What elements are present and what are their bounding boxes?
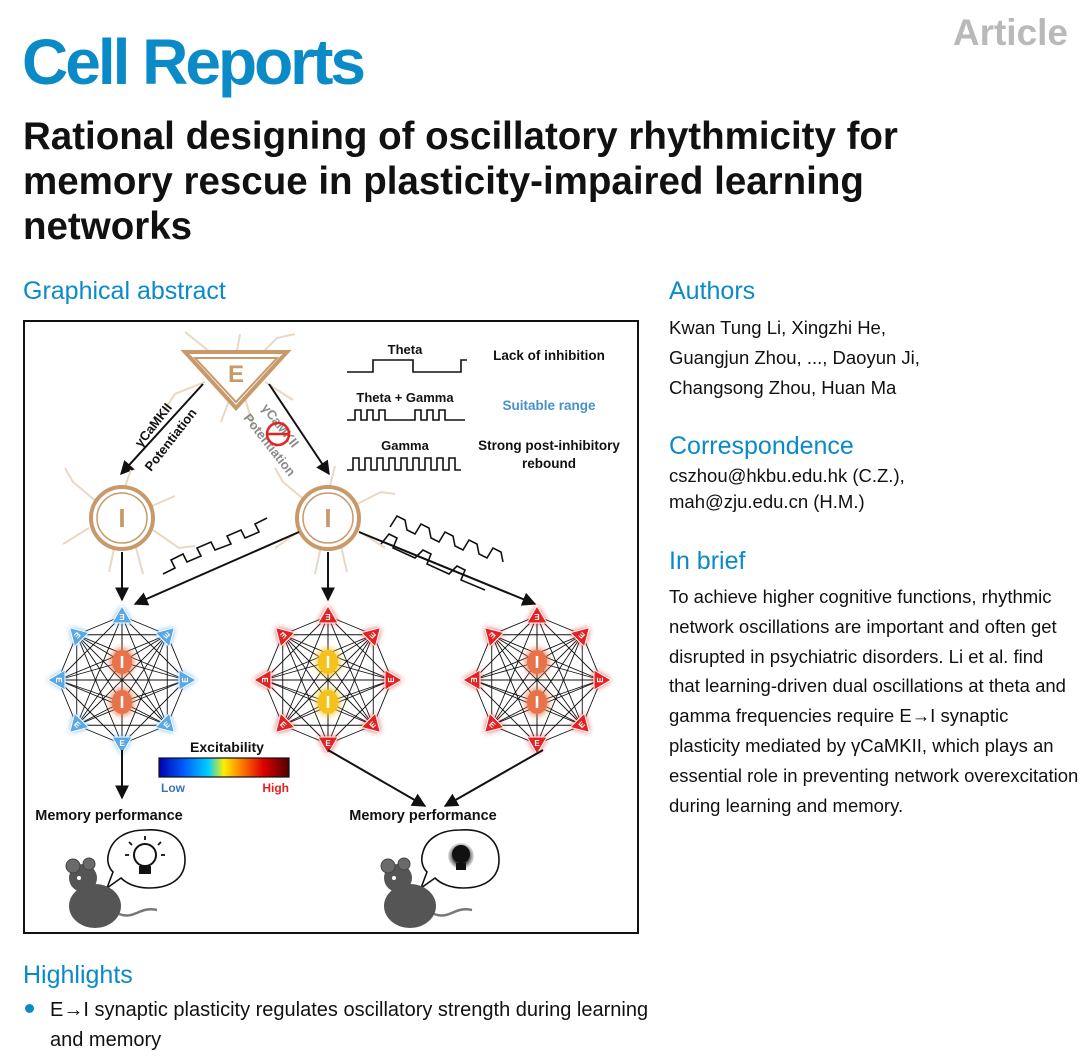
mouse-right-icon xyxy=(380,857,473,928)
e-node: E xyxy=(593,669,612,691)
authors-list: Kwan Tung Li, Xingzhi He, Guangjun Zhou,… xyxy=(669,313,1069,403)
svg-text:Theta: Theta xyxy=(388,342,423,357)
in-brief-heading: In brief xyxy=(669,547,746,575)
e-node: E xyxy=(111,736,133,755)
e-node-label: E xyxy=(487,630,498,641)
e-node-label: E xyxy=(119,739,125,748)
e-node-label: E xyxy=(534,612,540,621)
svg-text:I: I xyxy=(118,503,125,533)
network-red-orange: E E E E E E E E xyxy=(462,605,612,755)
highlight-item: E→I synaptic plasticity regulates oscill… xyxy=(50,999,649,1051)
memory-label-left: Memory performance xyxy=(35,808,182,824)
e-node: E xyxy=(462,669,481,691)
in-brief-text: To achieve higher cognitive functions, r… xyxy=(669,586,1079,816)
bullet-icon xyxy=(25,1004,34,1013)
e-node: E xyxy=(47,669,66,691)
e-node: E xyxy=(569,626,591,648)
oscillation-legend: Theta Theta + Gamma Gamma Lack of inhibi… xyxy=(347,342,620,471)
inhibit-symbol-icon xyxy=(265,421,291,447)
authors-line: Kwan Tung Li, Xingzhi He, xyxy=(669,317,886,338)
svg-text:Suitable range: Suitable range xyxy=(502,398,596,413)
journal-name: Cell Reports xyxy=(22,26,366,98)
e-node: E xyxy=(317,605,339,624)
e-node-label: E xyxy=(162,719,173,730)
e-node: E xyxy=(360,626,382,648)
e-node-label: E xyxy=(260,677,269,683)
lightbulb-on-icon xyxy=(105,829,186,891)
svg-text:Low: Low xyxy=(161,781,186,795)
email-link[interactable]: cszhou@hkbu.edu.hk (C.Z.), xyxy=(669,465,905,486)
e-node-label: E xyxy=(596,677,605,683)
correspondence-heading: Correspondence xyxy=(669,432,854,460)
e-node: E xyxy=(384,669,403,691)
e-node: E xyxy=(569,712,591,734)
authors-heading: Authors xyxy=(669,277,756,305)
svg-text:E: E xyxy=(228,361,244,388)
excitatory-neuron: E xyxy=(162,331,296,427)
e-node-label: E xyxy=(72,720,83,731)
authors-line: Guangjun Zhou, ..., Daoyun Ji, xyxy=(669,347,920,368)
svg-text:I: I xyxy=(324,503,331,533)
mouse-left-icon xyxy=(65,857,158,928)
article-type-label: Article xyxy=(952,12,1068,53)
authors-line: Changsong Zhou, Huan Ma xyxy=(669,377,897,398)
e-node-label: E xyxy=(54,677,63,683)
svg-text:Strong post-inhibitory: Strong post-inhibitory xyxy=(478,438,620,453)
highlights-heading: Highlights xyxy=(23,961,133,989)
e-node: E xyxy=(111,605,133,624)
graphical-abstract-figure: E γCaMKII Potentiation γCaMKII Potentiat… xyxy=(23,320,639,934)
e-node-label: E xyxy=(161,630,172,641)
article-title: Rational designing of oscillatory rhythm… xyxy=(23,115,898,248)
e-node: E xyxy=(483,626,505,648)
e-node-label: E xyxy=(487,720,498,731)
e-node-label: E xyxy=(278,720,289,731)
e-node-label: E xyxy=(367,630,378,641)
e-node-label: E xyxy=(278,630,289,641)
inhibitory-neuron-right: I xyxy=(274,465,396,575)
svg-text:High: High xyxy=(262,781,289,795)
e-node: E xyxy=(483,712,505,734)
lightbulb-off-icon xyxy=(419,829,500,891)
e-node-label: E xyxy=(387,677,396,683)
e-node-label: E xyxy=(368,719,379,730)
memory-label-right: Memory performance xyxy=(349,808,496,824)
svg-text:rebound: rebound xyxy=(522,456,576,471)
svg-text:Theta + Gamma: Theta + Gamma xyxy=(356,390,454,405)
e-node: E xyxy=(317,736,339,755)
e-node: E xyxy=(360,712,382,734)
e-node: E xyxy=(253,669,272,691)
inhibitory-neuron-left: I xyxy=(62,467,196,575)
svg-text:Gamma: Gamma xyxy=(381,438,429,453)
e-node-label: E xyxy=(469,677,478,683)
e-node: E xyxy=(68,626,90,648)
e-node: E xyxy=(526,736,548,755)
network-red-yellow: E E E E E E E E xyxy=(253,605,403,755)
e-node: E xyxy=(526,605,548,624)
network-blue: E E E E E E E E xyxy=(47,605,197,755)
e-node-label: E xyxy=(576,630,587,641)
e-node-label: E xyxy=(72,630,83,641)
graphical-abstract-heading: Graphical abstract xyxy=(23,277,226,305)
svg-text:Lack of inhibition: Lack of inhibition xyxy=(493,348,605,363)
e-node: E xyxy=(154,626,176,648)
e-node: E xyxy=(178,669,197,691)
e-node-label: E xyxy=(325,612,331,621)
excitability-colorbar: Excitability Low High xyxy=(158,739,290,795)
e-node-label: E xyxy=(534,739,540,748)
graphical-abstract-svg: E γCaMKII Potentiation γCaMKII Potentiat… xyxy=(35,331,620,928)
e-node-label: E xyxy=(119,612,125,621)
e-node-label: E xyxy=(181,677,190,683)
email-link[interactable]: mah@zju.edu.cn (H.M.) xyxy=(669,491,865,512)
e-node: E xyxy=(274,626,296,648)
e-node: E xyxy=(154,712,176,734)
correspondence-emails: cszhou@hkbu.edu.hk (C.Z.), mah@zju.edu.c… xyxy=(669,463,1069,515)
e-node: E xyxy=(274,712,296,734)
e-node-label: E xyxy=(325,739,331,748)
e-node-label: E xyxy=(577,719,588,730)
e-node: E xyxy=(68,712,90,734)
svg-text:Excitability: Excitability xyxy=(190,739,264,755)
